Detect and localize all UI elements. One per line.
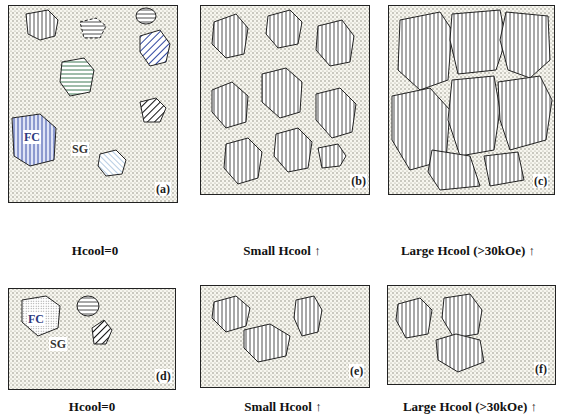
panel-letter: (d) [155,369,172,383]
fc-cluster [294,296,322,336]
fc-cluster [212,14,248,58]
fc-cluster [80,18,106,38]
fc-cluster [274,128,312,172]
panel-letter: (e) [349,364,364,378]
fc-cluster [442,294,482,338]
field-caption: Large Hcool (>30kOe) ↑ [401,243,535,258]
sg-matrix [200,285,370,388]
sg-matrix [8,288,176,390]
sg-matrix [388,5,555,195]
field-caption: Small Hcool ↑ [243,243,320,258]
field-panel: (f) [387,285,556,385]
field-caption: Small Hcool ↑ [244,399,321,414]
fc-cluster [318,144,346,168]
field-panel: FC SG (a) [8,5,178,203]
field-caption: Large Hcool (>30kOe) ↑ [403,399,537,414]
fc-cluster [212,296,250,332]
fc-cluster [262,68,302,118]
fc-cluster [316,20,354,66]
fc-cluster [436,334,484,372]
fc-cluster [448,76,500,156]
fc-cluster [244,324,290,362]
sg-label: SG [71,142,89,156]
fc-cluster [212,82,248,128]
fc-cluster [98,150,126,176]
fc-cluster [316,88,356,138]
panel-letter: (b) [350,174,367,188]
fc-label: FC [27,312,45,326]
field-caption: Hcool=0 [69,399,115,414]
fc-cluster [136,8,156,24]
fc-cluster [484,152,524,186]
fc-cluster [92,320,112,344]
sg-matrix [200,5,370,195]
panel-letter: (c) [533,174,548,188]
field-panel: FC SG (d) [8,288,176,390]
field-caption: Hcool=0 [72,243,118,258]
fc-cluster [266,10,302,48]
sg-matrix [387,285,556,385]
fc-cluster [140,30,170,66]
fc-cluster [224,138,262,184]
fc-cluster [77,296,99,316]
fc-cluster [140,98,166,122]
panel-letter: (f) [534,362,548,376]
panel-letter: (a) [155,182,171,196]
fc-cluster [428,150,480,190]
sg-label: SG [49,337,67,351]
fc-cluster [22,296,60,336]
fc-label: FC [23,130,41,144]
fc-cluster [500,12,550,78]
field-panel: (b) [200,5,370,195]
fc-cluster [26,10,58,40]
fc-cluster [12,114,56,166]
fc-cluster [450,10,506,74]
fc-cluster [60,58,94,96]
fc-cluster [498,76,552,150]
fc-cluster [396,298,432,338]
field-panel: (c) [388,5,555,195]
fc-cluster [398,12,452,90]
field-panel: (e) [200,285,370,388]
sg-matrix [8,5,178,203]
